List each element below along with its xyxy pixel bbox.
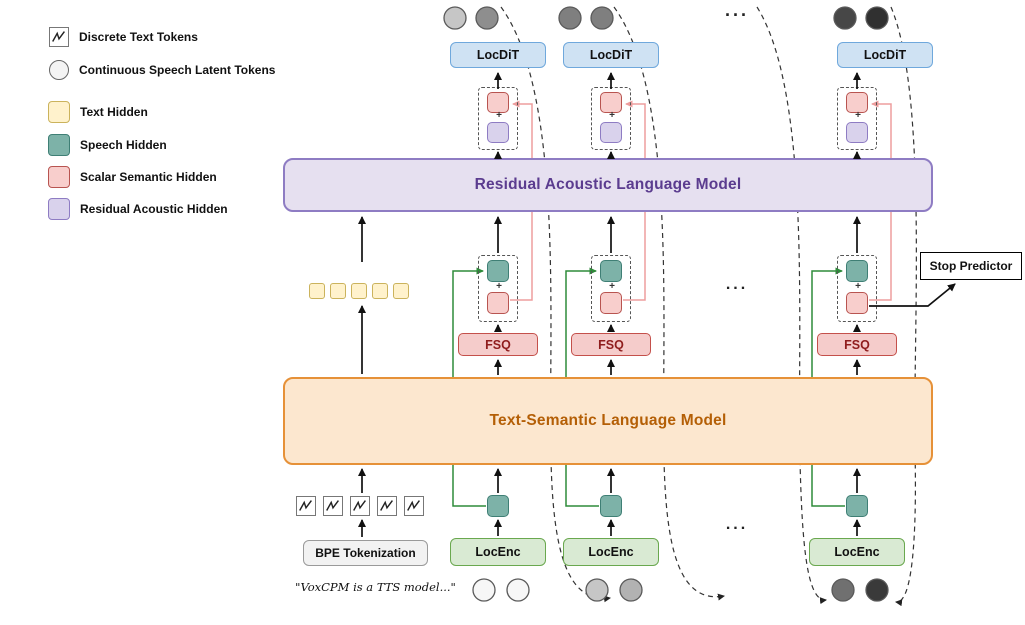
speech-hidden-token (600, 260, 622, 282)
plus-operator: + (496, 110, 502, 121)
legend-item-residual-acoustic-hidden: Residual Acoustic Hidden (48, 198, 228, 220)
residual-acoustic-token (600, 122, 622, 143)
legend-item-text-hidden: Text Hidden (48, 101, 148, 123)
discrete-token-icon (49, 27, 69, 47)
locenc-block-3: LocEnc (809, 538, 905, 566)
speech-hidden-token (600, 495, 622, 517)
plus-operator: + (855, 110, 861, 121)
speech-hidden-token (487, 495, 509, 517)
discrete-text-token (296, 496, 316, 516)
legend-item-scalar-semantic-hidden: Scalar Semantic Hidden (48, 166, 217, 188)
latent-token-icon (49, 60, 69, 80)
speech-hidden-token (487, 260, 509, 282)
legend-label: Discrete Text Tokens (79, 30, 198, 44)
semantic-output-group-1 (478, 255, 518, 322)
speech-latent-token (443, 6, 467, 30)
speech-latent-token (619, 578, 643, 602)
legend-label: Scalar Semantic Hidden (80, 170, 217, 184)
ellipsis-top: ... (724, 0, 749, 20)
speech-latent-token (472, 578, 496, 602)
residual-acoustic-lm-block: Residual Acoustic Language Model (283, 158, 933, 212)
scalar-semantic-token (487, 92, 509, 113)
text-hidden-token (309, 283, 325, 299)
speech-latent-token (506, 578, 530, 602)
speech-latent-token (865, 578, 889, 602)
discrete-text-token (350, 496, 370, 516)
speech-hidden-token (846, 260, 868, 282)
feedback-curve-1 (500, 6, 611, 603)
scalar-semantic-token (846, 92, 868, 113)
legend-label: Speech Hidden (80, 138, 167, 152)
residual-acoustic-token (487, 122, 509, 143)
speech-latent-token (865, 6, 889, 30)
semantic-output-group-2 (591, 255, 631, 322)
feedback-curve-4 (890, 6, 917, 607)
locdit-block-2: LocDiT (563, 42, 659, 68)
speech-hidden-token (846, 495, 868, 517)
legend-item-speech-hidden: Speech Hidden (48, 134, 167, 156)
plus-operator: + (855, 281, 861, 292)
scalar-semantic-token (600, 92, 622, 113)
speech-hidden-swatch (48, 134, 70, 156)
legend-item-speech-latent-tokens: Continuous Speech Latent Tokens (49, 60, 275, 80)
residual-acoustic-token (846, 122, 868, 143)
speech-latent-token (585, 578, 609, 602)
legend-item-discrete-text-tokens: Discrete Text Tokens (49, 27, 198, 47)
speech-latent-token (558, 6, 582, 30)
locenc-block-2: LocEnc (563, 538, 659, 566)
input-text: "VoxCPM is a TTS model..." (295, 580, 456, 594)
text-hidden-token (351, 283, 367, 299)
feedback-curve-3 (756, 6, 827, 605)
speech-latent-token (590, 6, 614, 30)
plus-operator: + (609, 281, 615, 292)
discrete-text-token (323, 496, 343, 516)
text-hidden-token (393, 283, 409, 299)
discrete-text-token (377, 496, 397, 516)
scalar-semantic-swatch (48, 166, 70, 188)
text-semantic-lm-block: Text-Semantic Language Model (283, 377, 933, 465)
text-hidden-swatch (48, 101, 70, 123)
scalar-semantic-token (600, 292, 622, 314)
legend-label: Residual Acoustic Hidden (80, 202, 228, 216)
text-hidden-token (372, 283, 388, 299)
stop-predictor-block: Stop Predictor (920, 252, 1022, 280)
legend-label: Text Hidden (80, 105, 148, 119)
fsq-block-1: FSQ (458, 333, 538, 356)
ellipsis-bottom: ... (725, 516, 749, 533)
feedback-curve-2 (613, 6, 725, 601)
speech-latent-token (475, 6, 499, 30)
scalar-semantic-token (846, 292, 868, 314)
bpe-tokenization-block: BPE Tokenization (303, 540, 428, 566)
scalar-semantic-token (487, 292, 509, 314)
residual-acoustic-swatch (48, 198, 70, 220)
text-hidden-token (330, 283, 346, 299)
locdit-block-1: LocDiT (450, 42, 546, 68)
ellipsis-middle: ... (725, 276, 749, 293)
legend-label: Continuous Speech Latent Tokens (79, 63, 276, 77)
locdit-block-3: LocDiT (837, 42, 933, 68)
discrete-text-token (404, 496, 424, 516)
plus-operator: + (496, 281, 502, 292)
fsq-block-2: FSQ (571, 333, 651, 356)
speech-latent-token (833, 6, 857, 30)
speech-latent-token (831, 578, 855, 602)
fsq-block-3: FSQ (817, 333, 897, 356)
plus-operator: + (609, 110, 615, 121)
locenc-block-1: LocEnc (450, 538, 546, 566)
